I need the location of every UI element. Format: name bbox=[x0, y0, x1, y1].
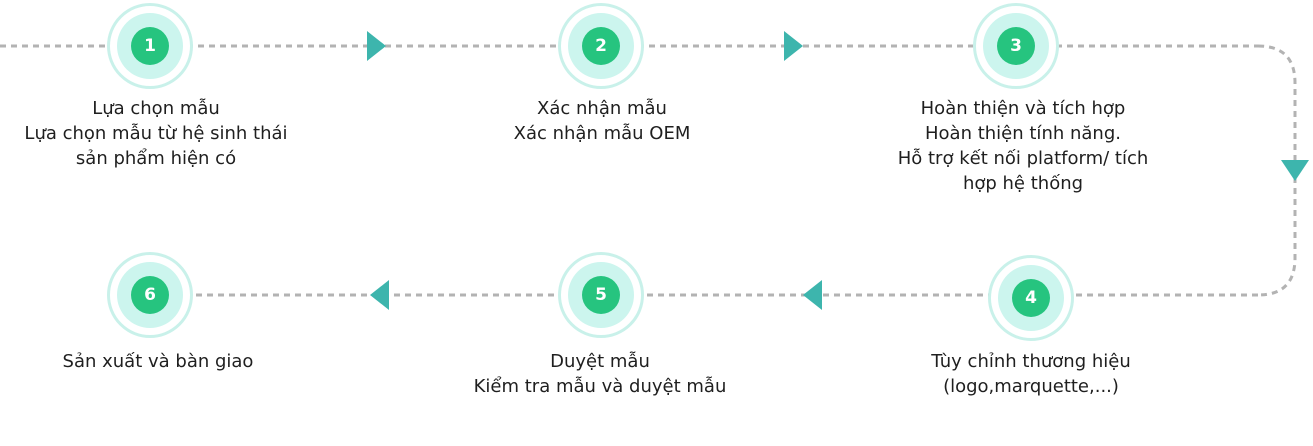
step-4-number: 4 bbox=[1012, 279, 1050, 317]
step-3-desc-line-2: Hỗ trợ kết nối platform/ tích bbox=[897, 148, 1149, 169]
step-5-title: Duyệt mẫu bbox=[550, 351, 650, 372]
step-1-node: 1 bbox=[107, 3, 193, 89]
step-4-caption: Tùy chỉnh thương hiệu (logo,marquette,..… bbox=[866, 349, 1196, 399]
step-3-number: 3 bbox=[997, 27, 1035, 65]
step-3-caption: Hoàn thiện và tích hợp Hoàn thiện tính n… bbox=[858, 96, 1188, 196]
step-3-desc-line-1: Hoàn thiện tính năng. bbox=[925, 123, 1121, 144]
step-2-caption: Xác nhận mẫu Xác nhận mẫu OEM bbox=[437, 96, 767, 146]
arrow-down-icon bbox=[1281, 160, 1309, 181]
step-5-desc-line-1: Kiểm tra mẫu và duyệt mẫu bbox=[473, 376, 727, 397]
step-4-desc-line-1: (logo,marquette,...) bbox=[943, 376, 1119, 397]
step-3-node: 3 bbox=[973, 3, 1059, 89]
arrow-left-icon bbox=[370, 280, 389, 310]
step-1-title: Lựa chọn mẫu bbox=[92, 98, 220, 119]
step-6-caption: Sản xuất và bàn giao bbox=[0, 349, 323, 374]
step-4-title: Tùy chỉnh thương hiệu bbox=[931, 351, 1131, 372]
step-1-desc-line-2: sản phẩm hiện có bbox=[75, 148, 237, 169]
step-1-caption: Lựa chọn mẫu Lựa chọn mẫu từ hệ sinh thá… bbox=[0, 96, 321, 171]
arrow-right-icon bbox=[784, 31, 803, 61]
step-3-desc-line-3: hợp hệ thống bbox=[962, 173, 1084, 194]
step-6-node: 6 bbox=[107, 252, 193, 338]
step-6-number: 6 bbox=[131, 276, 169, 314]
step-2-number: 2 bbox=[582, 27, 620, 65]
step-2-node: 2 bbox=[558, 3, 644, 89]
step-2-title: Xác nhận mẫu bbox=[537, 98, 667, 119]
step-1-number: 1 bbox=[131, 27, 169, 65]
arrow-right-icon bbox=[367, 31, 386, 61]
step-5-number: 5 bbox=[582, 276, 620, 314]
step-5-caption: Duyệt mẫu Kiểm tra mẫu và duyệt mẫu bbox=[435, 349, 765, 399]
step-2-desc-line-1: Xác nhận mẫu OEM bbox=[513, 123, 691, 144]
step-4-node: 4 bbox=[988, 255, 1074, 341]
step-5-node: 5 bbox=[558, 252, 644, 338]
step-1-desc-line-1: Lựa chọn mẫu từ hệ sinh thái bbox=[24, 123, 288, 144]
step-3-title: Hoàn thiện và tích hợp bbox=[920, 98, 1126, 119]
arrow-left-icon bbox=[803, 280, 822, 310]
step-6-title: Sản xuất và bàn giao bbox=[62, 351, 254, 372]
